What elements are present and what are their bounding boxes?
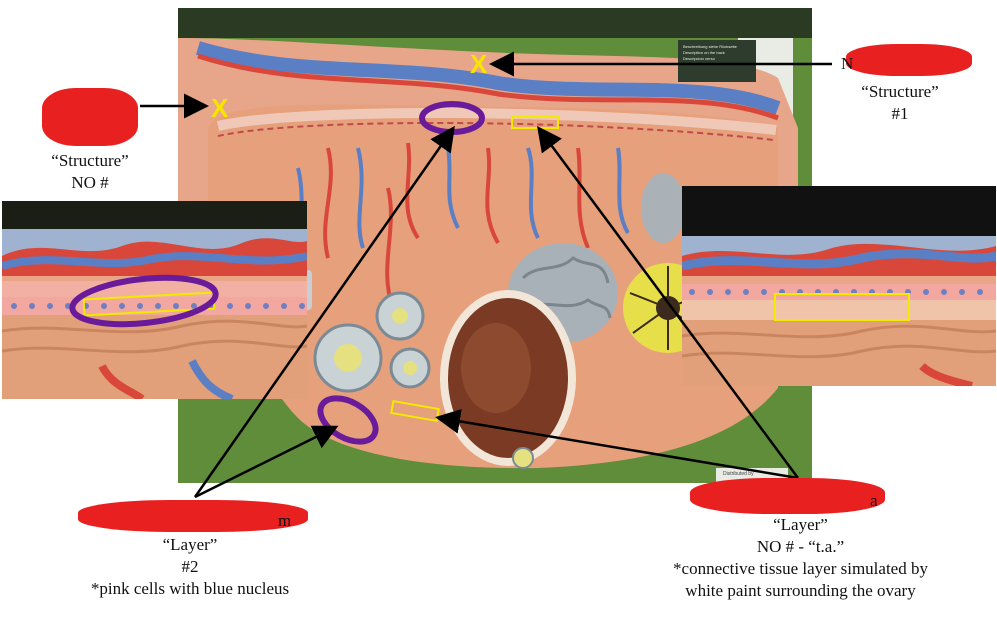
- model-card-text: Beschreibung siehe Rückseite Description…: [683, 44, 755, 62]
- redaction-layer-2: [78, 500, 308, 532]
- layer-2-line-2: #2: [181, 557, 199, 576]
- arrow-layer-no-bottom: [435, 408, 799, 480]
- structure-no-label: “Structure” NO #: [30, 150, 150, 194]
- model-card-line-3: Descripcion verso: [683, 56, 715, 61]
- highlight-circle-bottom: [317, 395, 379, 445]
- layer-no-label: “Layer” NO # - “t.a.” *connective tissue…: [628, 514, 973, 602]
- layer-no-line-3: *connective tissue layer simulated by: [673, 559, 928, 578]
- zoom-inset-tunica: [682, 186, 996, 386]
- layer-2-line-3: *pink cells with blue nucleus: [90, 579, 290, 598]
- redaction-layer-no: [690, 478, 885, 514]
- layer-no-partial: a: [870, 491, 878, 510]
- arrow-layer-no-top: [537, 125, 800, 479]
- redaction-structure-1: [846, 44, 972, 76]
- redaction-structure-no: [42, 88, 138, 146]
- highlight-circle-top: [419, 101, 485, 135]
- layer-2-line-1: “Layer”: [162, 535, 218, 554]
- layer-2-label: “Layer” #2 *pink cells with blue nucleus: [40, 534, 340, 600]
- zoom-inset-epithelium: [2, 201, 307, 399]
- layer-no-line-1: “Layer”: [773, 515, 828, 534]
- x-marker-left: X: [211, 93, 229, 123]
- layer-2-partial: m: [278, 511, 292, 530]
- highlight-box-top: [511, 116, 559, 129]
- layer-no-line-4: white paint surrounding the ovary: [685, 581, 916, 600]
- structure-no-line-1: “Structure”: [51, 151, 129, 170]
- structure-1-label: “Structure” #1: [840, 81, 960, 125]
- x-marker-top: X: [470, 49, 488, 79]
- highlight-box-bottom: [390, 399, 440, 423]
- structure-1-line-2: #1: [891, 104, 909, 123]
- structure-no-line-2: NO #: [71, 173, 109, 192]
- distributor-label: Distributed by: [723, 471, 754, 477]
- arrow-layer-2-bottom: [194, 425, 339, 499]
- structure-1-partial: N: [841, 54, 854, 73]
- layer-no-line-2: NO # - “t.a.”: [756, 537, 845, 556]
- model-card-line-1: Beschreibung siehe Rückseite: [683, 44, 737, 49]
- arrow-layer-2-top: [193, 125, 455, 498]
- structure-1-line-1: “Structure”: [861, 82, 939, 101]
- model-card-line-2: Description on the back: [683, 50, 725, 55]
